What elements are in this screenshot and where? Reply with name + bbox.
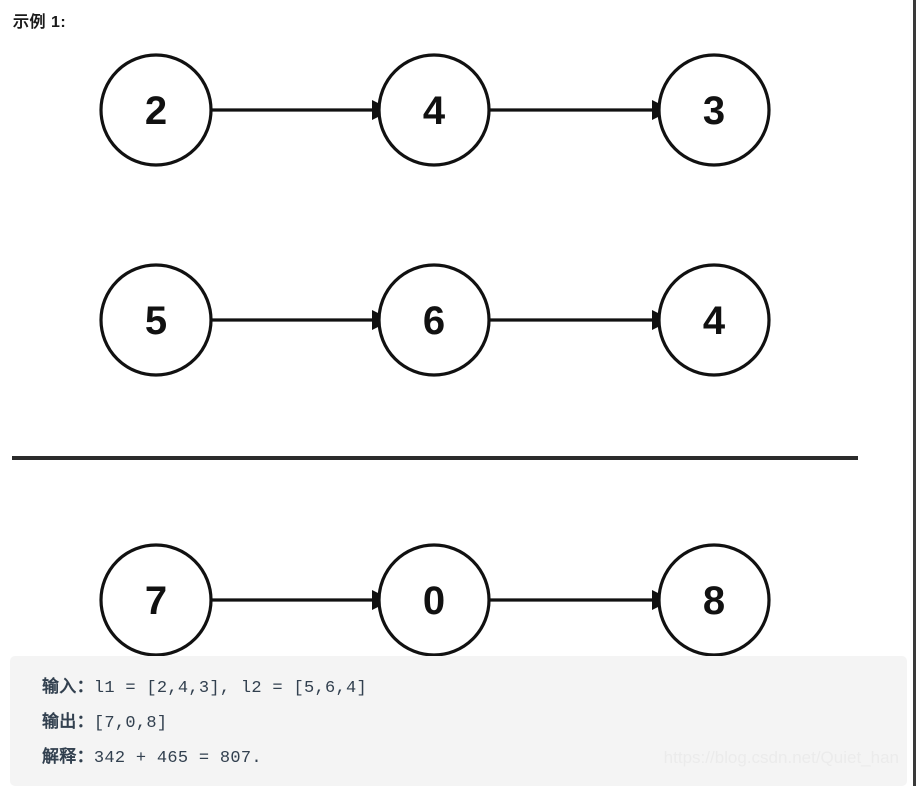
- code-value-explanation: 342 + 465 = 807.: [93, 749, 262, 768]
- page-right-border: [913, 0, 916, 786]
- node-value: 4: [423, 89, 446, 133]
- code-label-input: 输入：: [42, 677, 94, 696]
- code-value-input: l1 = [2,4,3], l2 = [5,6,4]: [93, 679, 367, 698]
- node-circle: [99, 263, 213, 377]
- node-value: 3: [703, 89, 725, 133]
- watermark-text: https://blog.csdn.net/Quiet_han: [663, 748, 899, 767]
- code-line-explanation: 解释：342 + 465 = 807.: [42, 740, 907, 775]
- code-label-explanation: 解释：: [42, 747, 94, 766]
- code-value-output: [7,0,8]: [93, 714, 168, 733]
- node-value: 8: [703, 579, 725, 623]
- node-circle: [377, 543, 491, 657]
- node-value: 6: [423, 299, 445, 343]
- node-value: 7: [145, 579, 167, 623]
- node-circle: [99, 543, 213, 657]
- code-label-output: 输出：: [42, 712, 94, 731]
- linked-list-l2: 5 6 4: [0, 260, 921, 380]
- node-value: 4: [703, 299, 726, 343]
- node-value: 2: [145, 89, 167, 133]
- linked-list-result: 7 0 8: [0, 540, 921, 660]
- node-value: 5: [145, 299, 167, 343]
- node-circle: [377, 263, 491, 377]
- node-circle: [657, 53, 771, 167]
- code-line-output: 输出：[7,0,8]: [42, 705, 907, 740]
- example-code-block: 输入：l1 = [2,4,3], l2 = [5,6,4] 输出：[7,0,8]…: [10, 656, 907, 786]
- node-circle: [99, 53, 213, 167]
- node-circle: [657, 543, 771, 657]
- linked-list-l1: 2 4 3: [0, 50, 921, 170]
- code-line-input: 输入：l1 = [2,4,3], l2 = [5,6,4]: [42, 670, 907, 705]
- node-value: 0: [423, 579, 445, 623]
- node-circle: [657, 263, 771, 377]
- node-circle: [377, 53, 491, 167]
- page-title: 示例 1:: [13, 14, 67, 31]
- section-divider: [12, 456, 858, 460]
